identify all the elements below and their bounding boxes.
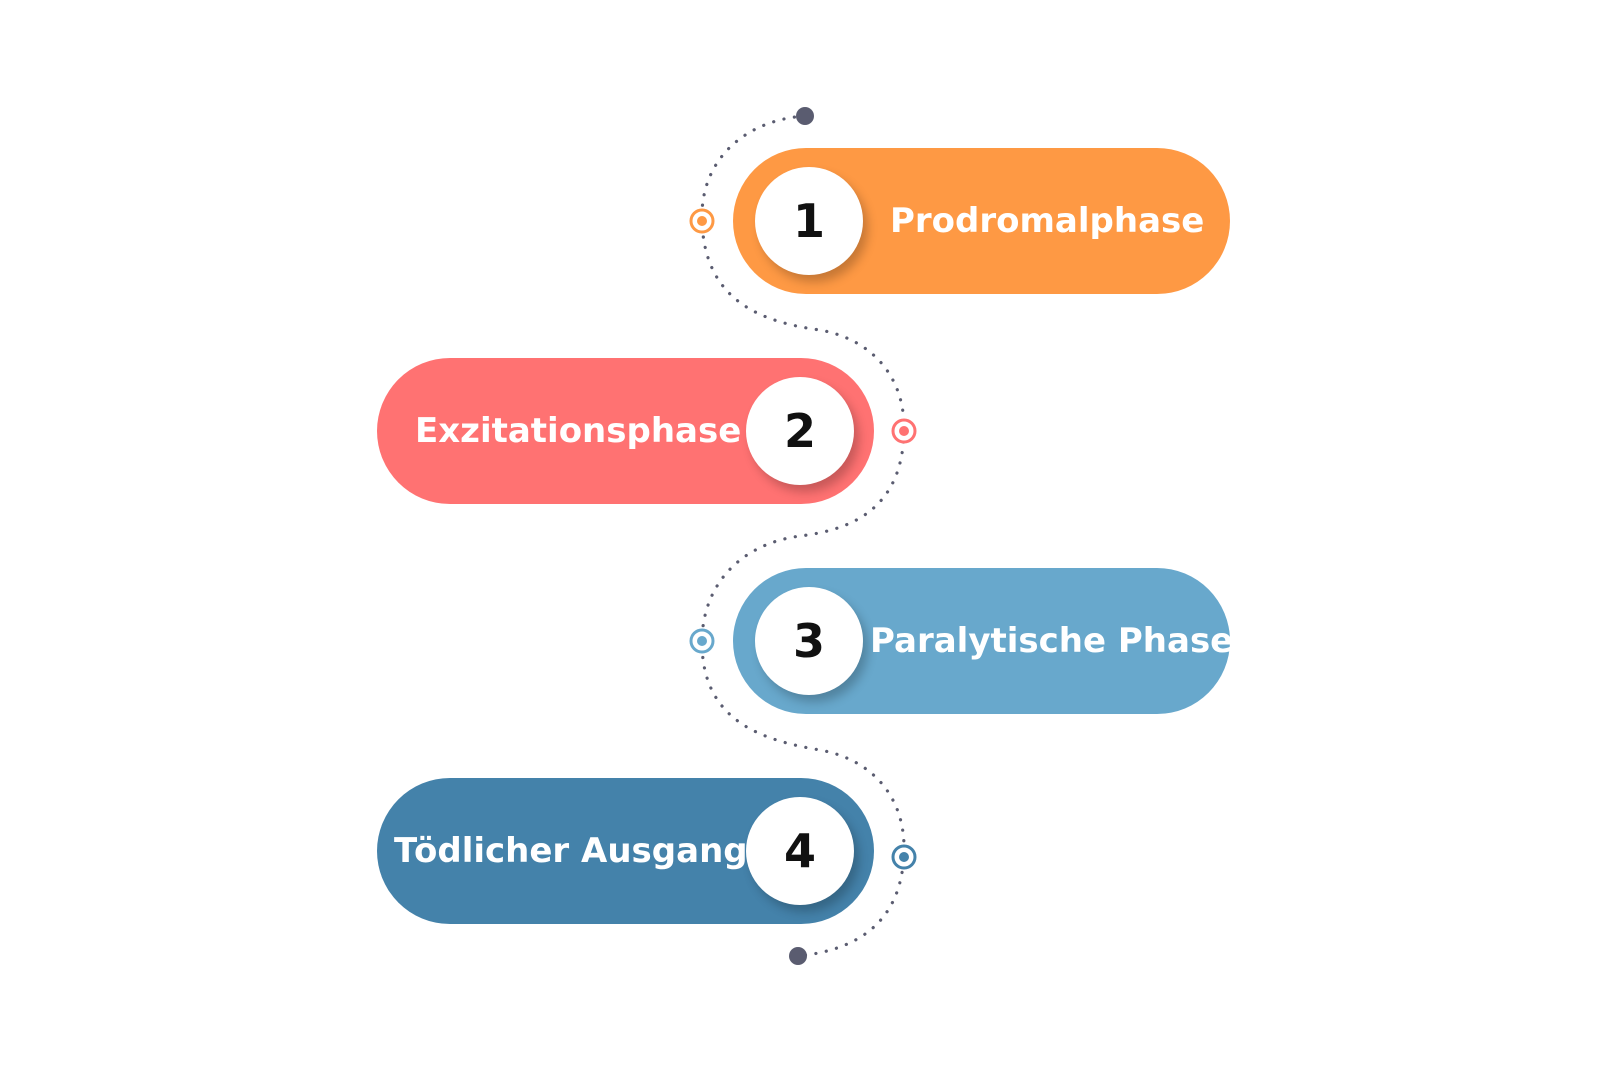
phase-4-label: Tödlicher Ausgang (394, 831, 748, 871)
marker-2 (891, 418, 917, 444)
phase-4-pill: Tödlicher Ausgang 4 (377, 778, 874, 924)
phase-2-number: 2 (746, 377, 854, 485)
phase-2-pill: Exzitationsphase 2 (377, 358, 874, 504)
phase-1-label: Prodromalphase (890, 201, 1205, 241)
phase-1-pill: 1 Prodromalphase (733, 148, 1230, 294)
end-dot (789, 947, 807, 965)
marker-3 (689, 628, 715, 654)
phase-4-number: 4 (746, 797, 854, 905)
phase-2-label: Exzitationsphase (415, 411, 742, 451)
phase-1-number: 1 (755, 167, 863, 275)
dotted-path (700, 114, 906, 958)
phase-3-label: Paralytische Phase (870, 621, 1234, 661)
marker-1 (689, 208, 715, 234)
phase-3-pill: 3 Paralytische Phase (733, 568, 1234, 714)
marker-4 (891, 844, 917, 870)
phase-3-number: 3 (755, 587, 863, 695)
start-dot (796, 107, 814, 125)
